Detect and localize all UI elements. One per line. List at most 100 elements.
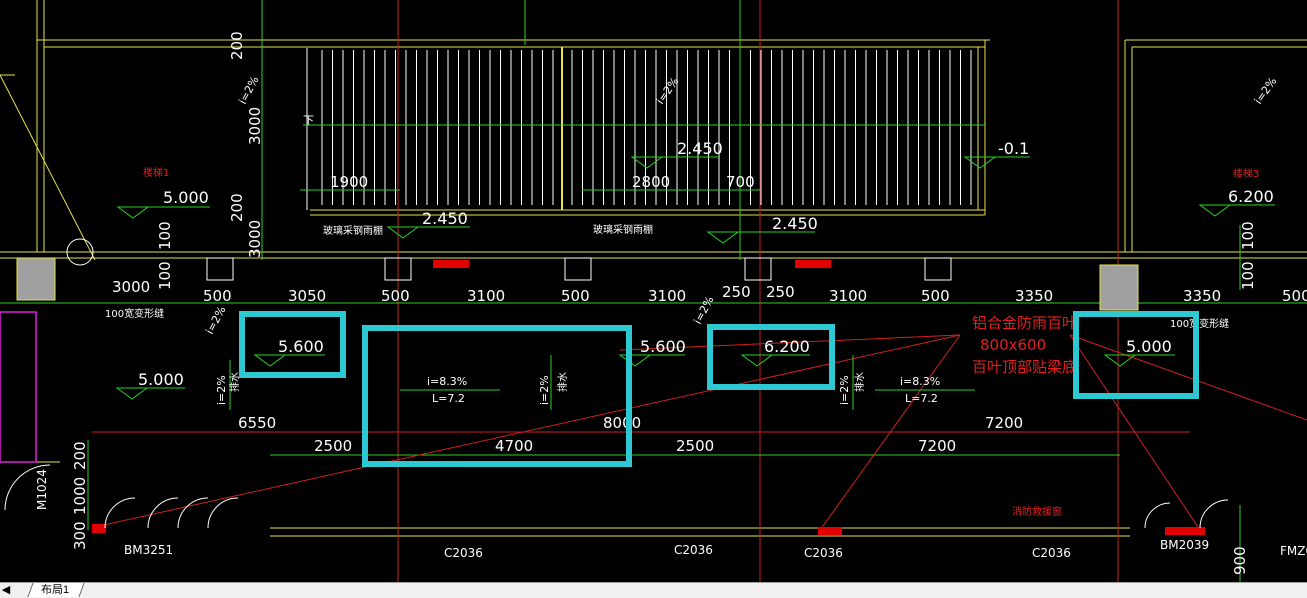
label-joint-2: 100宽变形缝: [1170, 317, 1229, 330]
cad-drawing-canvas[interactable]: 3000 500 3050 500 3100 500 3100 250 250 …: [0, 0, 1307, 582]
highlight-box-1: [239, 311, 346, 378]
dim-top-6: 3100: [648, 287, 686, 305]
window-tag-3: C2036: [1032, 546, 1071, 560]
elev-2: 2.450: [677, 139, 723, 158]
note-line-0: 铝合金防雨百叶: [972, 314, 1077, 332]
door-tag-1: BM3251: [124, 543, 173, 557]
ramp-slope-2: i=8.3%: [900, 375, 940, 388]
dim-top-9: 3100: [829, 287, 867, 305]
dim-row1-0: 6550: [238, 414, 276, 432]
door-tag-2: BM2039: [1160, 538, 1209, 552]
label-joint-1: 100宽变形缝: [105, 307, 164, 320]
tab-layout-1[interactable]: 布局1: [27, 583, 85, 597]
vdim-5: 100: [156, 261, 174, 290]
vdim-1: 3000: [246, 107, 264, 145]
row2-dimensions: 2500 4700 2500 7200: [314, 437, 956, 455]
dim-row2-0: 2500: [314, 437, 352, 455]
dim-top-7: 250: [722, 283, 751, 301]
dim-row2-1: 4700: [495, 437, 533, 455]
highlight-box-4: [1073, 311, 1199, 399]
ramp-arrows: [229, 355, 975, 410]
tab-scroll-left-icon[interactable]: ◀: [1, 584, 11, 596]
window-tag-1: C2036: [674, 543, 713, 557]
slope-7: i=2%: [691, 294, 716, 326]
stair-treads: [321, 50, 972, 205]
vdim-8: 1000: [71, 477, 89, 515]
dim-top-11: 3350: [1015, 287, 1053, 305]
layout-tab-bar: ◀ 布局1: [0, 582, 1307, 598]
highlight-boxes: [239, 311, 1199, 467]
columns: [66, 238, 952, 281]
tab-layout-1-label: 布局1: [41, 584, 70, 596]
dim-top-2: 3050: [288, 287, 326, 305]
dim-row1-1: 8000: [603, 414, 641, 432]
door-tag-0: M1024: [35, 469, 49, 510]
slope-5: i=2%: [538, 375, 551, 405]
dim-upper-0: 1900: [330, 173, 368, 191]
label-drain-3: 排水: [853, 372, 866, 392]
slope-3: i=2%: [203, 304, 228, 336]
slope-4: i=2%: [215, 375, 228, 405]
vdim-6: 100: [1239, 221, 1257, 250]
slope-6: i=2%: [838, 375, 851, 405]
stair-down-mark: 下: [303, 114, 314, 127]
vdim-3: 3000: [246, 220, 264, 258]
dim-top-1: 500: [203, 287, 232, 305]
dim-top-5: 500: [561, 287, 590, 305]
vdim-0: 200: [228, 31, 246, 60]
red-dim-lines: [92, 334, 1307, 531]
elev-6: 5.000: [138, 370, 184, 389]
annotation-labels: 楼梯1 楼梯3 玻璃采钢雨棚 玻璃采钢雨棚 100宽变形缝 100宽变形缝 排水…: [105, 166, 1259, 518]
door-arcs: [4, 464, 1229, 529]
elev-4: -0.1: [998, 139, 1029, 158]
door-window-tags: M1024 BM3251 BM2039 FMZ0 C2036 C2036 C20…: [35, 469, 1307, 560]
label-canopy-1: 玻璃采钢雨棚: [323, 224, 383, 237]
vertical-dimensions: 200 3000 200 3000 100 100 100 200 1000 3…: [71, 31, 1257, 575]
dim-upper-2: 700: [726, 173, 755, 191]
dim-top-12: 3350: [1183, 287, 1221, 305]
label-drain-1: 排水: [228, 372, 241, 392]
note-line-2: 百叶顶部贴梁底: [972, 358, 1077, 376]
elev-0: 5.000: [163, 188, 209, 207]
column-left: [16, 257, 56, 301]
louvre-marks: [92, 260, 1205, 535]
column-right: [1099, 264, 1139, 311]
elev-1: 2.450: [422, 209, 468, 228]
vdim-7: 200: [71, 441, 89, 470]
label-drain-2: 排水: [556, 372, 569, 392]
dim-top-0: 3000: [112, 278, 150, 296]
label-rescue-window: 消防救援窗: [1012, 505, 1062, 518]
slope-2: i=2%: [1252, 75, 1280, 107]
vdim-10: 100: [1239, 261, 1257, 290]
dim-row2-2: 2500: [676, 437, 714, 455]
dim-top-13: 500: [1282, 287, 1307, 305]
label-stair-3: 楼梯3: [1233, 167, 1259, 180]
dimension-lines: [0, 0, 1307, 582]
elev-7: 5.600: [278, 337, 324, 356]
slope-0: i=2%: [236, 74, 261, 106]
vdim-2: 200: [228, 193, 246, 222]
vdim-11: 900: [1231, 546, 1249, 575]
note-line-1: 800x600: [980, 336, 1046, 354]
axis-lines: [397, 0, 1119, 582]
ramp-length-1: L=7.2: [432, 392, 465, 405]
dim-top-8: 250: [766, 283, 795, 301]
dim-row2-3: 7200: [918, 437, 956, 455]
dim-upper-1: 2800: [632, 173, 670, 191]
elevation-values: 5.000 2.450 2.450 2.450 -0.1 6.200 5.000…: [138, 139, 1274, 389]
window-tag-2: C2036: [804, 546, 843, 560]
louvre-note: 铝合金防雨百叶 800x600 百叶顶部贴梁底: [972, 314, 1077, 376]
ramp-labels: i=8.3% L=7.2 i=8.3% L=7.2 下: [303, 114, 940, 405]
vdim-9: 300: [71, 521, 89, 550]
dim-row1-2: 7200: [985, 414, 1023, 432]
vdim-4: 100: [156, 221, 174, 250]
label-canopy-2: 玻璃采钢雨棚: [593, 223, 653, 236]
elev-9: 6.200: [764, 337, 810, 356]
dim-top-4: 3100: [467, 287, 505, 305]
dim-top-3: 500: [381, 287, 410, 305]
highlight-box-2: [362, 325, 632, 467]
dim-top-10: 500: [921, 287, 950, 305]
left-fixtures: [0, 311, 37, 463]
door-tag-3: FMZ0: [1280, 544, 1307, 558]
top-dimensions: 3000 500 3050 500 3100 500 3100 250 250 …: [112, 278, 1307, 305]
